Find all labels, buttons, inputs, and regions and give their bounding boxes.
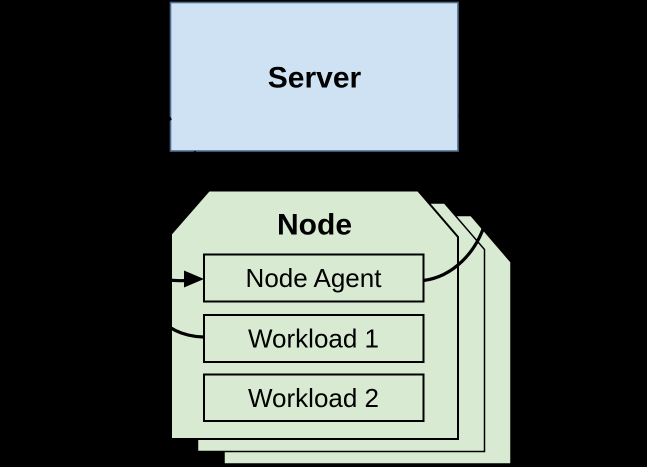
workload-1-group: Workload 1 xyxy=(203,314,425,363)
node-label: Node xyxy=(277,209,352,242)
server-to-agent-arrowhead xyxy=(184,270,204,288)
workload-2-box xyxy=(203,373,425,422)
node-agent-group: Node Agent xyxy=(203,253,425,303)
server-to-agent-arrow xyxy=(113,116,185,283)
workload-1-box xyxy=(203,314,425,363)
server-group: Server xyxy=(169,1,459,152)
workload-2-group: Workload 2 xyxy=(203,373,425,422)
workload1-left-line xyxy=(139,150,204,339)
workload-1-label: Workload 1 xyxy=(248,324,379,354)
agent-to-server-arrowhead xyxy=(458,114,473,132)
agent-to-server-arrow xyxy=(423,117,491,283)
connections-group xyxy=(113,114,491,339)
node-agent-box xyxy=(203,253,425,303)
node-agent-label: Node Agent xyxy=(246,263,383,293)
server-label: Server xyxy=(268,62,362,95)
server-box xyxy=(169,1,459,152)
node-stack-group: Node Node Agent Workload 1 Workload 2 xyxy=(170,189,512,465)
workload-2-label: Workload 2 xyxy=(248,383,379,413)
